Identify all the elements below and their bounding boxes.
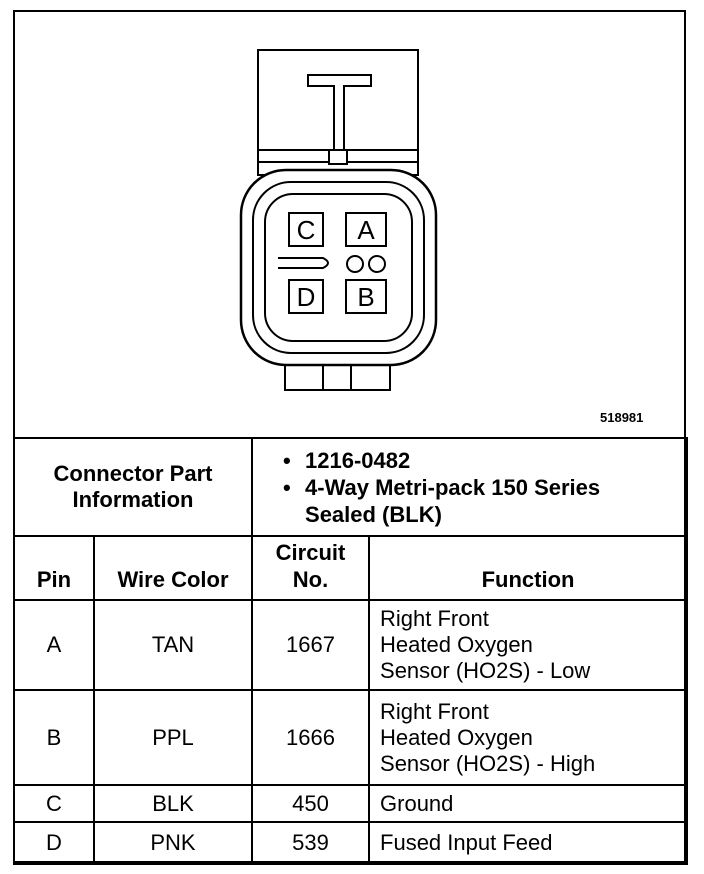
pin-cell: D — [13, 821, 95, 865]
function-cell: Ground — [368, 784, 689, 823]
alignment-hole-left — [346, 255, 364, 273]
connector-diagram: C A D B — [239, 49, 438, 391]
connector-description: 4-Way Metri-pack 150 Series Sealed (BLK) — [283, 474, 676, 528]
header-wire-color: Wire Color — [92, 535, 254, 601]
part-info-label: Connector Part Information — [12, 437, 254, 537]
wire-color-cell: PNK — [92, 821, 254, 865]
circuit-cell: 450 — [251, 784, 371, 823]
connector-body — [239, 168, 438, 367]
wire-color-cell: TAN — [92, 599, 254, 691]
cavity-b-outline — [345, 279, 387, 314]
table-row: A TAN 1667 Right Front Heated Oxygen Sen… — [13, 599, 689, 691]
pin-cell: C — [13, 784, 95, 823]
function-cell: Right Front Heated Oxygen Sensor (HO2S) … — [368, 599, 689, 691]
circuit-cell: 539 — [251, 821, 371, 865]
cavity-c-outline — [288, 212, 324, 247]
cavity-b-label: B — [357, 282, 374, 312]
cavity-a-label: A — [357, 215, 375, 245]
connector-seal — [252, 181, 425, 354]
table-row: C BLK 450 Ground — [13, 784, 689, 823]
header-pin: Pin — [13, 535, 95, 601]
part-info-values: 1216-0482 4-Way Metri-pack 150 Series Se… — [251, 437, 689, 537]
function-cell: Fused Input Feed — [368, 821, 689, 865]
header-row: Pin Wire Color Circuit No. Function — [13, 535, 689, 601]
part-number: 1216-0482 — [283, 447, 676, 474]
header-function: Function — [368, 535, 689, 601]
circuit-cell: 1667 — [251, 599, 371, 691]
cavity-a-outline — [345, 212, 387, 247]
pin-cell: A — [13, 599, 95, 691]
connector-table: Connector Part Information 1216-0482 4-W… — [12, 437, 689, 865]
wire-color-cell: PPL — [92, 689, 254, 786]
wire-color-cell: BLK — [92, 784, 254, 823]
connector-face — [264, 193, 413, 342]
alignment-hole-right — [368, 255, 386, 273]
part-info-row: Connector Part Information 1216-0482 4-W… — [12, 437, 689, 537]
circuit-cell: 1666 — [251, 689, 371, 786]
cavity-c-label: C — [297, 215, 316, 245]
keyway — [278, 257, 329, 269]
table-row: B PPL 1666 Right Front Heated Oxygen Sen… — [13, 689, 689, 786]
figure-number: 518981 — [600, 410, 644, 425]
table-row: D PNK 539 Fused Input Feed — [13, 821, 689, 865]
cavity-d-outline — [288, 279, 324, 314]
latch-t-shape — [307, 74, 372, 161]
pin-cell: B — [13, 689, 95, 786]
function-cell: Right Front Heated Oxygen Sensor (HO2S) … — [368, 689, 689, 786]
header-circuit: Circuit No. — [251, 535, 371, 601]
cavity-d-label: D — [297, 282, 316, 312]
